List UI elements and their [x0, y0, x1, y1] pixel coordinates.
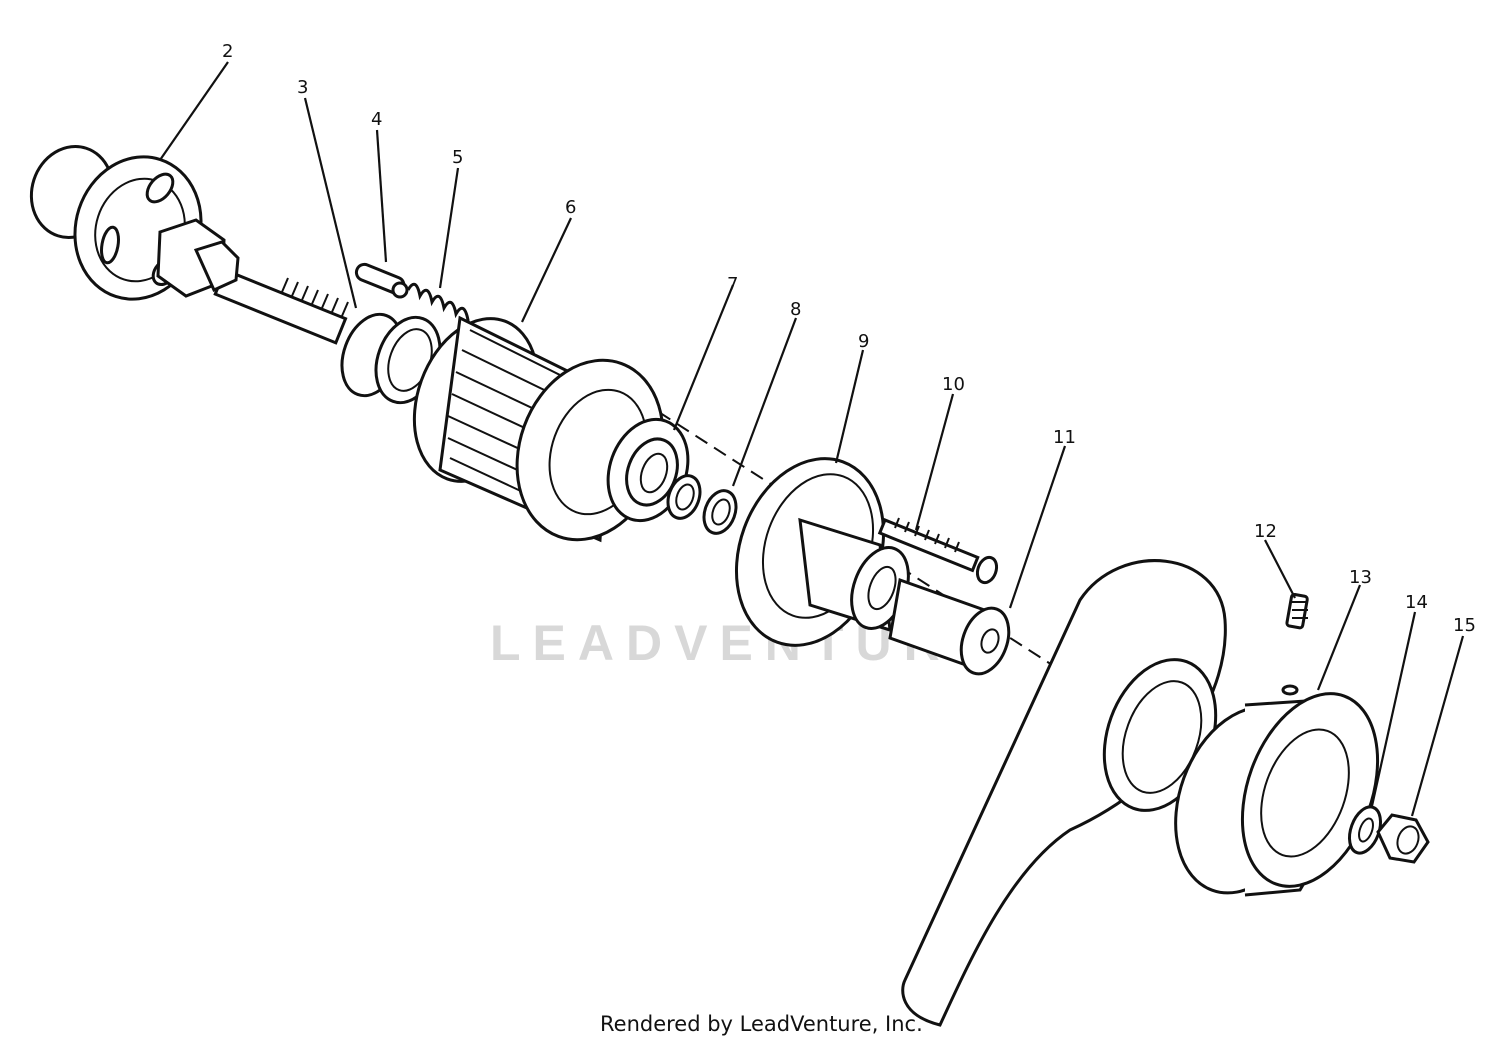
part-3-bushing: [340, 312, 442, 405]
part-9-spacer: [734, 457, 910, 647]
callout-10: 10: [942, 374, 965, 395]
callout-3: 3: [297, 77, 308, 98]
callout-7: 7: [727, 274, 738, 295]
callout-12: 12: [1254, 521, 1277, 542]
part-11-shaft: [888, 577, 1011, 676]
leader-lines: [159, 61, 1465, 817]
callout-11: 11: [1053, 427, 1076, 448]
part-8-washer: [666, 474, 738, 535]
part-4-pin: [354, 262, 409, 299]
callout-4: 4: [371, 109, 382, 130]
callout-5: 5: [452, 147, 463, 168]
part-15-nut: [1376, 813, 1430, 864]
callout-15: 15: [1453, 615, 1476, 636]
part-2-hub: [29, 145, 349, 345]
part-10-bolt: [877, 517, 999, 585]
callout-6: 6: [565, 197, 576, 218]
part-5-spring: [406, 282, 470, 334]
callout-13: 13: [1349, 567, 1372, 588]
callout-9: 9: [858, 331, 869, 352]
callout-8: 8: [790, 299, 801, 320]
callout-14: 14: [1405, 592, 1428, 613]
callout-2: 2: [222, 41, 233, 62]
part-13-collar: [1174, 684, 1380, 897]
part-12-set-screw: [1285, 592, 1309, 630]
footer-credit: Rendered by LeadVenture, Inc.: [600, 1012, 923, 1036]
